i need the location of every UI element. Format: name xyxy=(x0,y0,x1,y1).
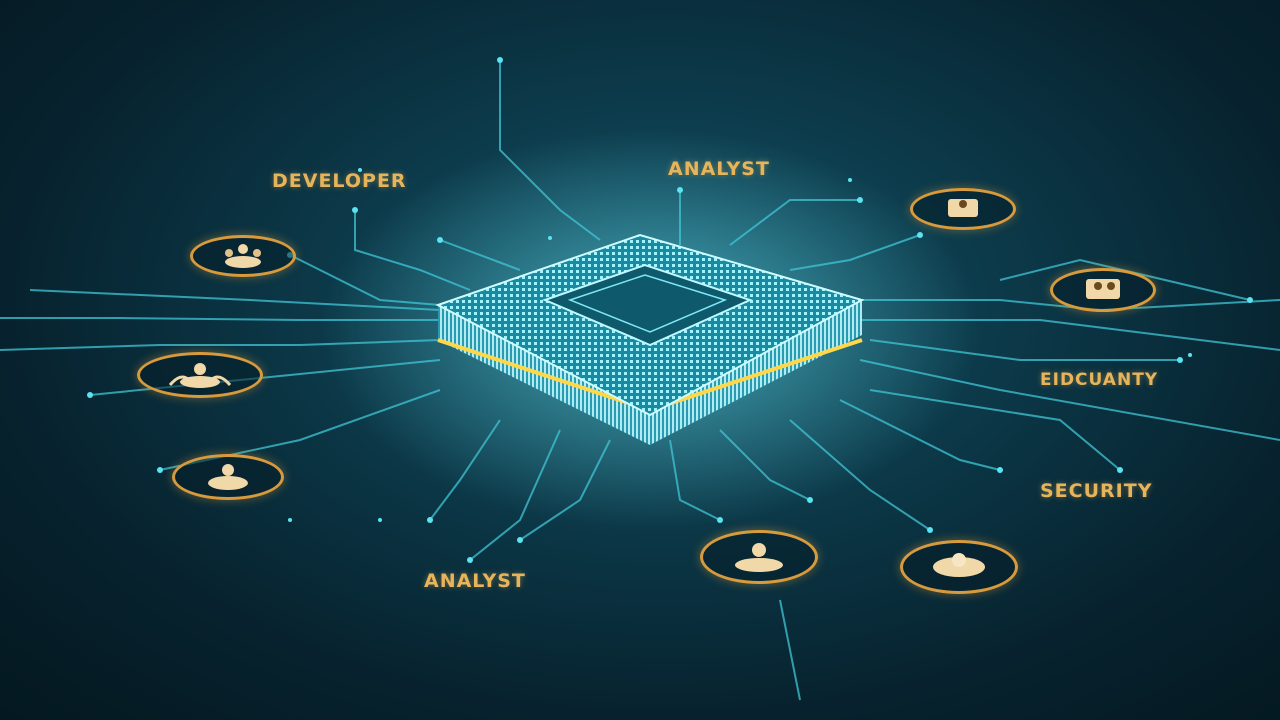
user-group-icon xyxy=(735,543,783,572)
user-group-icon xyxy=(1086,279,1120,299)
user-group-icon xyxy=(948,199,978,217)
chip-inner-square xyxy=(542,263,753,347)
user-group-icon xyxy=(933,553,985,577)
label-security: SECURITY xyxy=(1040,480,1153,502)
user-group-icon xyxy=(225,244,261,268)
label-analyst-top: ANALYST xyxy=(668,158,770,180)
badge-bottom-center xyxy=(700,530,818,584)
user-group-icon xyxy=(168,363,232,388)
processor-chip xyxy=(435,233,865,445)
badge-left-bottom xyxy=(172,454,284,500)
badge-right-top xyxy=(910,188,1016,230)
badge-bottom-right xyxy=(900,540,1018,594)
trace-dots xyxy=(87,57,1253,563)
label-garbled: EIDCUANTY xyxy=(1040,370,1159,390)
badge-left-top xyxy=(190,235,296,277)
badge-left-mid xyxy=(137,352,263,398)
user-group-icon xyxy=(208,464,248,490)
label-analyst-bottom: ANALYST xyxy=(424,570,526,592)
label-developer: DEVELOPER xyxy=(272,170,407,192)
chip-side-right xyxy=(650,300,862,445)
badge-right-mid xyxy=(1050,268,1156,312)
